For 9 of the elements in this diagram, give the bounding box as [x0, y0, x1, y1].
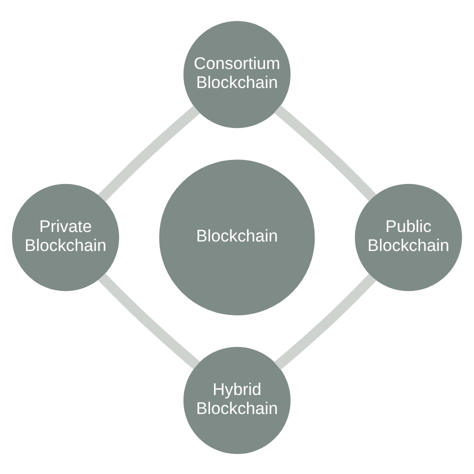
connector: [274, 104, 376, 201]
node-circle: Public Blockchain: [354, 183, 462, 291]
node-circle: Private Blockchain: [12, 183, 120, 291]
node-circle: Blockchain: [159, 159, 315, 315]
connector: [274, 273, 376, 370]
node-circle: Hybrid Blockchain: [183, 346, 291, 454]
connector: [98, 105, 200, 202]
node-circle: Consortium Blockchain: [183, 20, 291, 128]
connector: [98, 272, 200, 369]
